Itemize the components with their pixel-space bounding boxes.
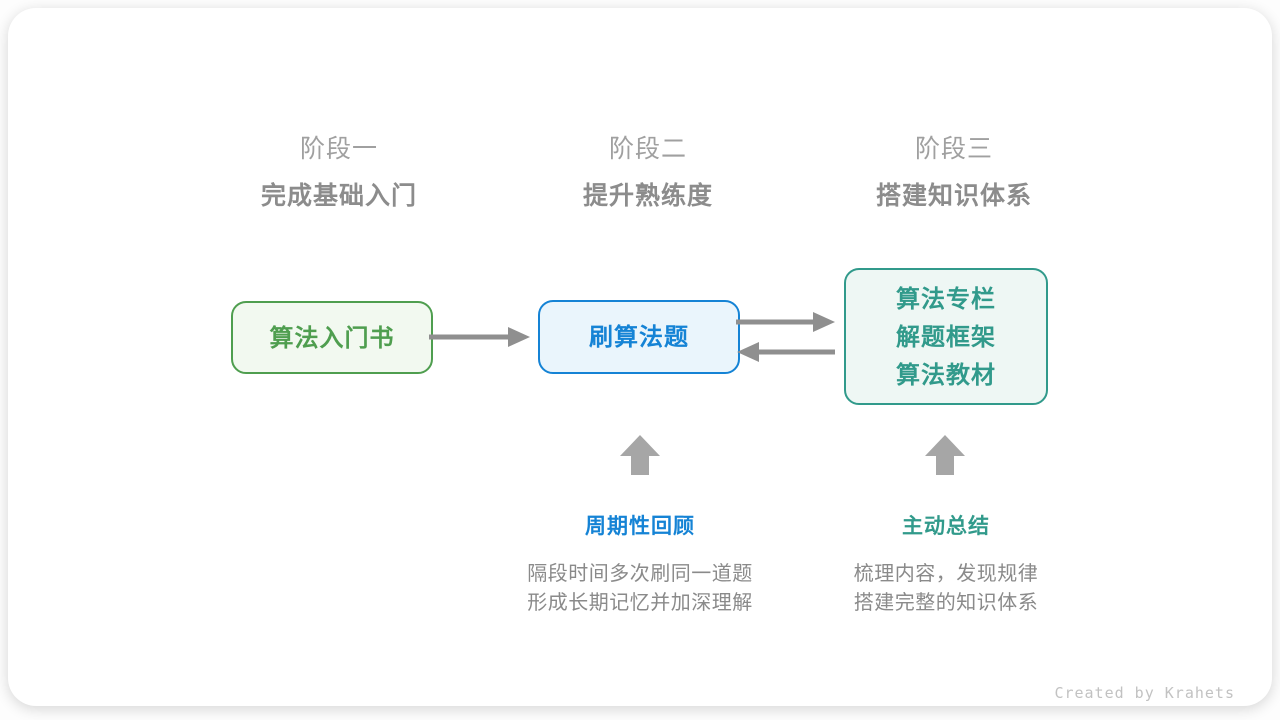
desc-line: 搭建完整的知识体系: [853, 590, 1039, 614]
annotation-periodic-review-title: 周期性回顾: [585, 514, 695, 538]
diagram-card: 阶段一 完成基础入门 阶段二 提升熟练度 阶段三 搭建知识体系 算法入门书 刷算…: [8, 8, 1272, 706]
stage-header-3: 阶段三 搭建知识体系: [794, 134, 1114, 211]
node-resource-line-1: 算法专栏: [896, 284, 996, 313]
footer-credit: Created by Krahets: [1054, 684, 1235, 702]
node-practice-problems-label: 刷算法题: [589, 323, 689, 351]
stage-header-1: 阶段一 完成基础入门: [179, 134, 499, 211]
annotation-active-summary-desc: 梳理内容，发现规律 搭建完整的知识体系: [776, 559, 1116, 617]
annotation-periodic-review: 周期性回顾 隔段时间多次刷同一道题 形成长期记忆并加深理解: [470, 513, 810, 617]
desc-line: 梳理内容，发现规律: [853, 561, 1039, 585]
annotation-periodic-review-desc: 隔段时间多次刷同一道题 形成长期记忆并加深理解: [470, 559, 810, 617]
node-knowledge-resources: 算法专栏 解题框架 算法教材: [844, 268, 1048, 405]
stage-1-label: 阶段一: [299, 134, 378, 163]
node-practice-problems: 刷算法题: [538, 300, 740, 374]
node-resource-line-2: 解题框架: [896, 322, 996, 351]
desc-line: 隔段时间多次刷同一道题: [527, 561, 753, 585]
node-intro-book: 算法入门书: [231, 301, 433, 374]
stage-1-subtitle: 完成基础入门: [260, 181, 417, 210]
annotation-active-summary: 主动总结 梳理内容，发现规律 搭建完整的知识体系: [776, 513, 1116, 617]
node-resource-line-3: 算法教材: [896, 360, 996, 389]
stage-2-subtitle: 提升熟练度: [582, 181, 713, 210]
stage-2-label: 阶段二: [608, 134, 687, 163]
stage-header-2: 阶段二 提升熟练度: [488, 134, 808, 211]
stage-3-subtitle: 搭建知识体系: [875, 181, 1032, 210]
stage-3-label: 阶段三: [914, 134, 993, 163]
annotation-active-summary-title: 主动总结: [902, 514, 990, 538]
desc-line: 形成长期记忆并加深理解: [527, 590, 753, 614]
node-intro-book-label: 算法入门书: [269, 323, 395, 352]
